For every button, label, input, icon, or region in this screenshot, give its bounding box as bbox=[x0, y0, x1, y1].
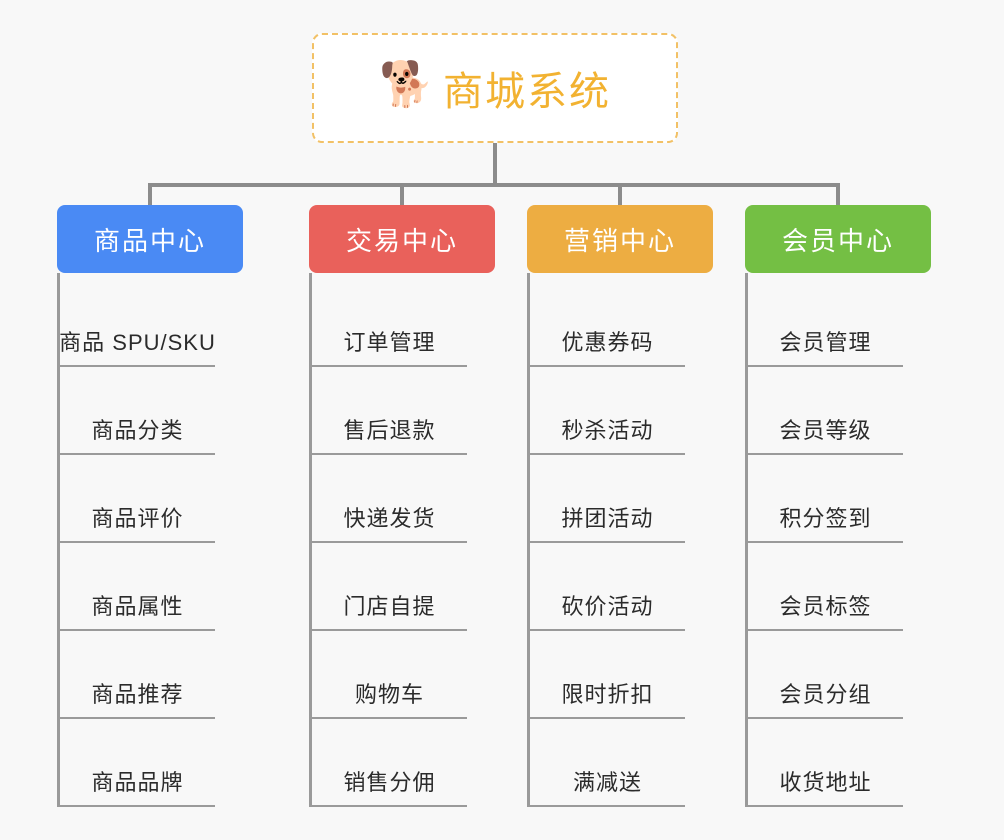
column-product-center: 商品中心 商品 SPU/SKU 商品分类 商品评价 商品属性 商品推荐 商品品牌 bbox=[57, 205, 243, 807]
leaf-item[interactable]: 购物车 bbox=[312, 631, 467, 719]
column-body: 商品 SPU/SKU 商品分类 商品评价 商品属性 商品推荐 商品品牌 bbox=[57, 273, 243, 807]
leaf-label: 门店自提 bbox=[343, 594, 436, 619]
leaf-label: 积分签到 bbox=[779, 506, 872, 531]
leaf-label: 砍价活动 bbox=[561, 594, 654, 619]
leaf-label: 售后退款 bbox=[343, 418, 436, 443]
connector-drop-2 bbox=[400, 183, 404, 207]
leaf-item[interactable]: 会员管理 bbox=[748, 279, 903, 367]
column-member-center: 会员中心 会员管理 会员等级 积分签到 会员标签 会员分组 收货地址 bbox=[745, 205, 931, 807]
leaf-item[interactable]: 门店自提 bbox=[312, 543, 467, 631]
connector-horizontal-bar bbox=[148, 183, 840, 187]
leaf-item[interactable]: 砍价活动 bbox=[530, 543, 685, 631]
leaf-item[interactable]: 积分签到 bbox=[748, 455, 903, 543]
connector-drop-3 bbox=[618, 183, 622, 207]
leaf-label: 会员标签 bbox=[779, 594, 872, 619]
column-trade-center: 交易中心 订单管理 售后退款 快递发货 门店自提 购物车 销售分佣 bbox=[309, 205, 495, 807]
column-header-label: 营销中心 bbox=[563, 225, 676, 256]
column-header-member-center[interactable]: 会员中心 bbox=[745, 205, 931, 273]
root-node[interactable]: 🐕 商城系统 bbox=[312, 33, 678, 143]
leaf-item[interactable]: 售后退款 bbox=[312, 367, 467, 455]
leaf-item[interactable]: 商品推荐 bbox=[60, 631, 215, 719]
column-body: 订单管理 售后退款 快递发货 门店自提 购物车 销售分佣 bbox=[309, 273, 495, 807]
column-header-label: 交易中心 bbox=[345, 225, 458, 256]
leaf-label: 会员等级 bbox=[779, 418, 872, 443]
leaf-item[interactable]: 优惠券码 bbox=[530, 279, 685, 367]
leaf-label: 商品 SPU/SKU bbox=[59, 330, 216, 355]
leaf-item[interactable]: 拼团活动 bbox=[530, 455, 685, 543]
column-header-label: 会员中心 bbox=[781, 225, 894, 256]
column-header-label: 商品中心 bbox=[93, 225, 206, 256]
leaf-label: 秒杀活动 bbox=[561, 418, 654, 443]
connector-root-stem bbox=[493, 143, 497, 185]
leaf-item[interactable]: 会员标签 bbox=[748, 543, 903, 631]
leaf-label: 会员分组 bbox=[779, 682, 872, 707]
leaf-label: 会员管理 bbox=[779, 330, 872, 355]
leaf-label: 商品分类 bbox=[91, 418, 184, 443]
leaf-item[interactable]: 满减送 bbox=[530, 719, 685, 807]
leaf-item[interactable]: 商品分类 bbox=[60, 367, 215, 455]
leaf-item[interactable]: 商品评价 bbox=[60, 455, 215, 543]
shiba-dog-face-icon: 🐕 bbox=[379, 60, 434, 109]
leaf-item[interactable]: 收货地址 bbox=[748, 719, 903, 807]
leaf-item[interactable]: 秒杀活动 bbox=[530, 367, 685, 455]
column-body: 会员管理 会员等级 积分签到 会员标签 会员分组 收货地址 bbox=[745, 273, 931, 807]
column-marketing-center: 营销中心 优惠券码 秒杀活动 拼团活动 砍价活动 限时折扣 满减送 bbox=[527, 205, 713, 807]
leaf-item[interactable]: 订单管理 bbox=[312, 279, 467, 367]
leaf-item[interactable]: 会员等级 bbox=[748, 367, 903, 455]
leaf-label: 优惠券码 bbox=[561, 330, 654, 355]
leaf-item[interactable]: 限时折扣 bbox=[530, 631, 685, 719]
column-header-marketing-center[interactable]: 营销中心 bbox=[527, 205, 713, 273]
leaf-label: 商品评价 bbox=[91, 506, 184, 531]
leaf-label: 销售分佣 bbox=[343, 770, 436, 795]
leaf-label: 拼团活动 bbox=[561, 506, 654, 531]
leaf-item[interactable]: 商品属性 bbox=[60, 543, 215, 631]
leaf-label: 商品属性 bbox=[91, 594, 184, 619]
leaf-label: 限时折扣 bbox=[561, 682, 654, 707]
leaf-item[interactable]: 销售分佣 bbox=[312, 719, 467, 807]
leaf-item[interactable]: 商品品牌 bbox=[60, 719, 215, 807]
column-body: 优惠券码 秒杀活动 拼团活动 砍价活动 限时折扣 满减送 bbox=[527, 273, 713, 807]
column-header-product-center[interactable]: 商品中心 bbox=[57, 205, 243, 273]
leaf-item[interactable]: 商品 SPU/SKU bbox=[59, 279, 215, 367]
leaf-label: 满减送 bbox=[572, 770, 642, 795]
leaf-label: 购物车 bbox=[354, 682, 424, 707]
connector-drop-4 bbox=[836, 183, 840, 207]
leaf-label: 商品推荐 bbox=[91, 682, 184, 707]
connector-drop-1 bbox=[148, 183, 152, 207]
leaf-item[interactable]: 快递发货 bbox=[312, 455, 467, 543]
leaf-label: 商品品牌 bbox=[91, 770, 184, 795]
leaf-label: 订单管理 bbox=[343, 330, 436, 355]
leaf-label: 收货地址 bbox=[779, 770, 872, 795]
column-header-trade-center[interactable]: 交易中心 bbox=[309, 205, 495, 273]
root-title: 商城系统 bbox=[443, 70, 611, 114]
leaf-item[interactable]: 会员分组 bbox=[748, 631, 903, 719]
leaf-label: 快递发货 bbox=[343, 506, 436, 531]
